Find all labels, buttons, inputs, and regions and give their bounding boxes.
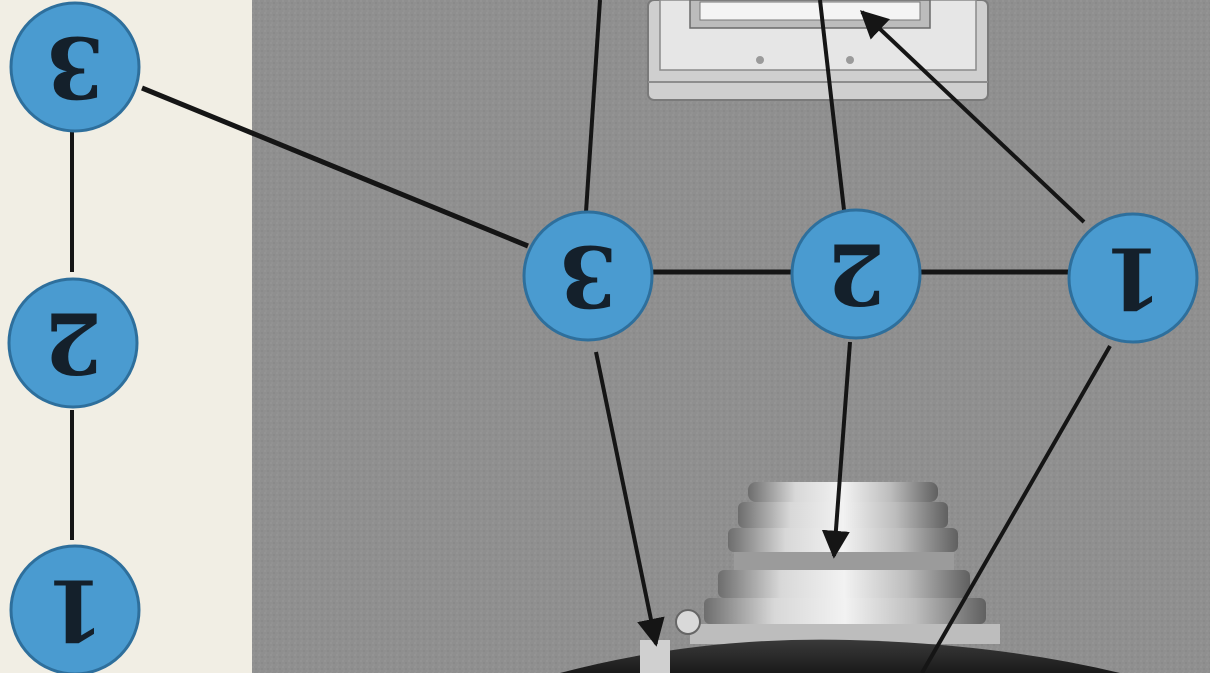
- photo-badge-3: 3: [524, 212, 652, 340]
- legend-badge-1: 1: [11, 546, 139, 673]
- photo-badge-1: 1: [1069, 214, 1197, 342]
- photo-badge-2: 2: [792, 210, 920, 338]
- legend-badge-1-label: 1: [46, 561, 104, 660]
- photo-badge-1-label: 1: [1104, 229, 1162, 328]
- legend-badge-2-label: 2: [44, 294, 102, 393]
- shutter-lever: [640, 640, 670, 673]
- legend-badge-3-label: 3: [46, 18, 104, 117]
- legend-badge-3: 3: [11, 3, 139, 131]
- legend-badge-2: 2: [9, 279, 137, 407]
- photo-badge-2-label: 2: [827, 225, 885, 324]
- photo-badge-3-label: 3: [559, 227, 617, 326]
